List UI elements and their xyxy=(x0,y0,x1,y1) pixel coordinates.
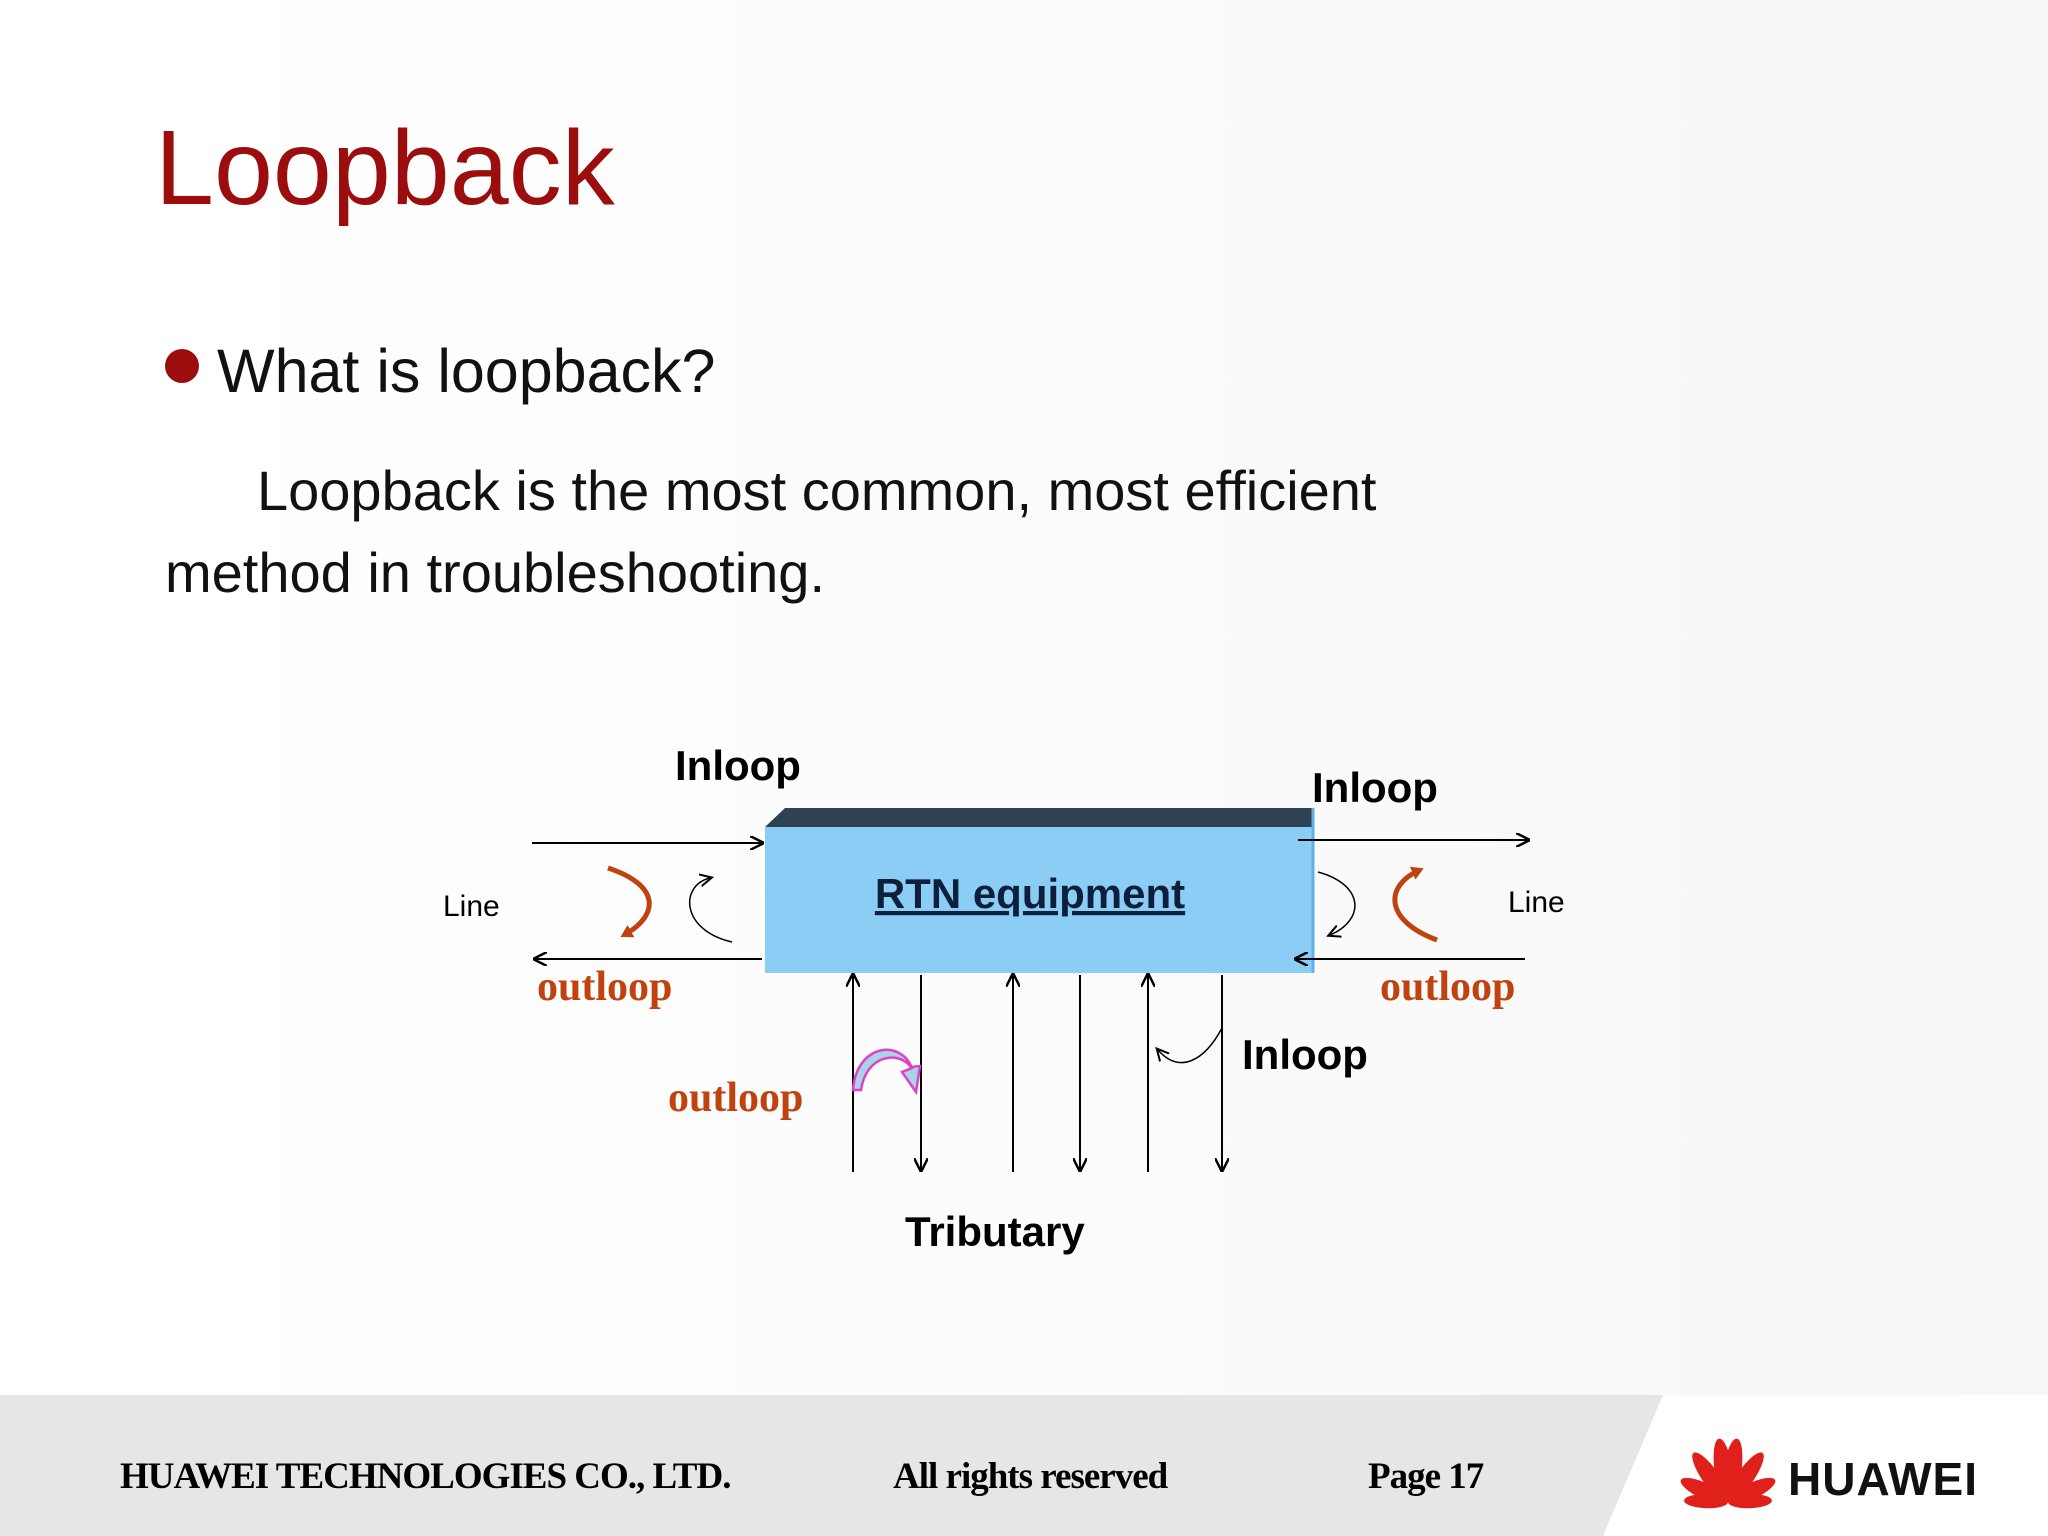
tributary-outloop-arrow xyxy=(851,1048,922,1096)
left-inloop-arrow xyxy=(688,878,733,943)
inloop-tributary-label: Inloop xyxy=(1242,1031,1368,1078)
rtn-equipment-box xyxy=(765,808,1315,973)
box-label: RTN equipment xyxy=(875,870,1185,917)
body-paragraph: Loopback is the most common, most effici… xyxy=(165,450,1465,614)
box-front-face xyxy=(765,827,1313,973)
huawei-petal-logo-icon xyxy=(1680,1438,1776,1509)
tributary-arrows xyxy=(853,975,1222,1172)
footer-company: HUAWEI TECHNOLOGIES CO., LTD. xyxy=(120,1456,731,1497)
inloop-top-left-label: Inloop xyxy=(675,742,801,789)
right-inloop-arrow xyxy=(1317,871,1356,935)
tributary-label: Tributary xyxy=(905,1208,1085,1255)
inloop-top-right-label: Inloop xyxy=(1312,764,1438,811)
bullet-dot-icon xyxy=(165,349,199,383)
footer-logo-panel xyxy=(1603,1395,2048,1536)
tributary-inloop-arrow xyxy=(1158,1027,1223,1064)
bullet-text: What is loopback? xyxy=(217,337,716,405)
slide-title: Loopback xyxy=(155,109,615,227)
slide-background xyxy=(198,0,2048,1395)
right-outloop-arrow xyxy=(1392,866,1438,943)
body-paragraph-text: Loopback is the most common, most effici… xyxy=(165,459,1377,604)
footer-brand-name: HUAWEI xyxy=(1788,1453,1978,1505)
outloop-tributary-label: outloop xyxy=(668,1075,803,1121)
line-right-label: Line xyxy=(1508,886,1565,919)
outloop-right-label: outloop xyxy=(1380,964,1515,1010)
left-outloop-arrow xyxy=(607,865,652,938)
outloop-left-label: outloop xyxy=(537,964,672,1010)
footer-page-number: Page 17 xyxy=(1368,1456,1484,1497)
footer-rights: All rights reserved xyxy=(893,1456,1168,1497)
line-left-label: Line xyxy=(443,890,500,923)
box-top-face xyxy=(765,808,1313,827)
